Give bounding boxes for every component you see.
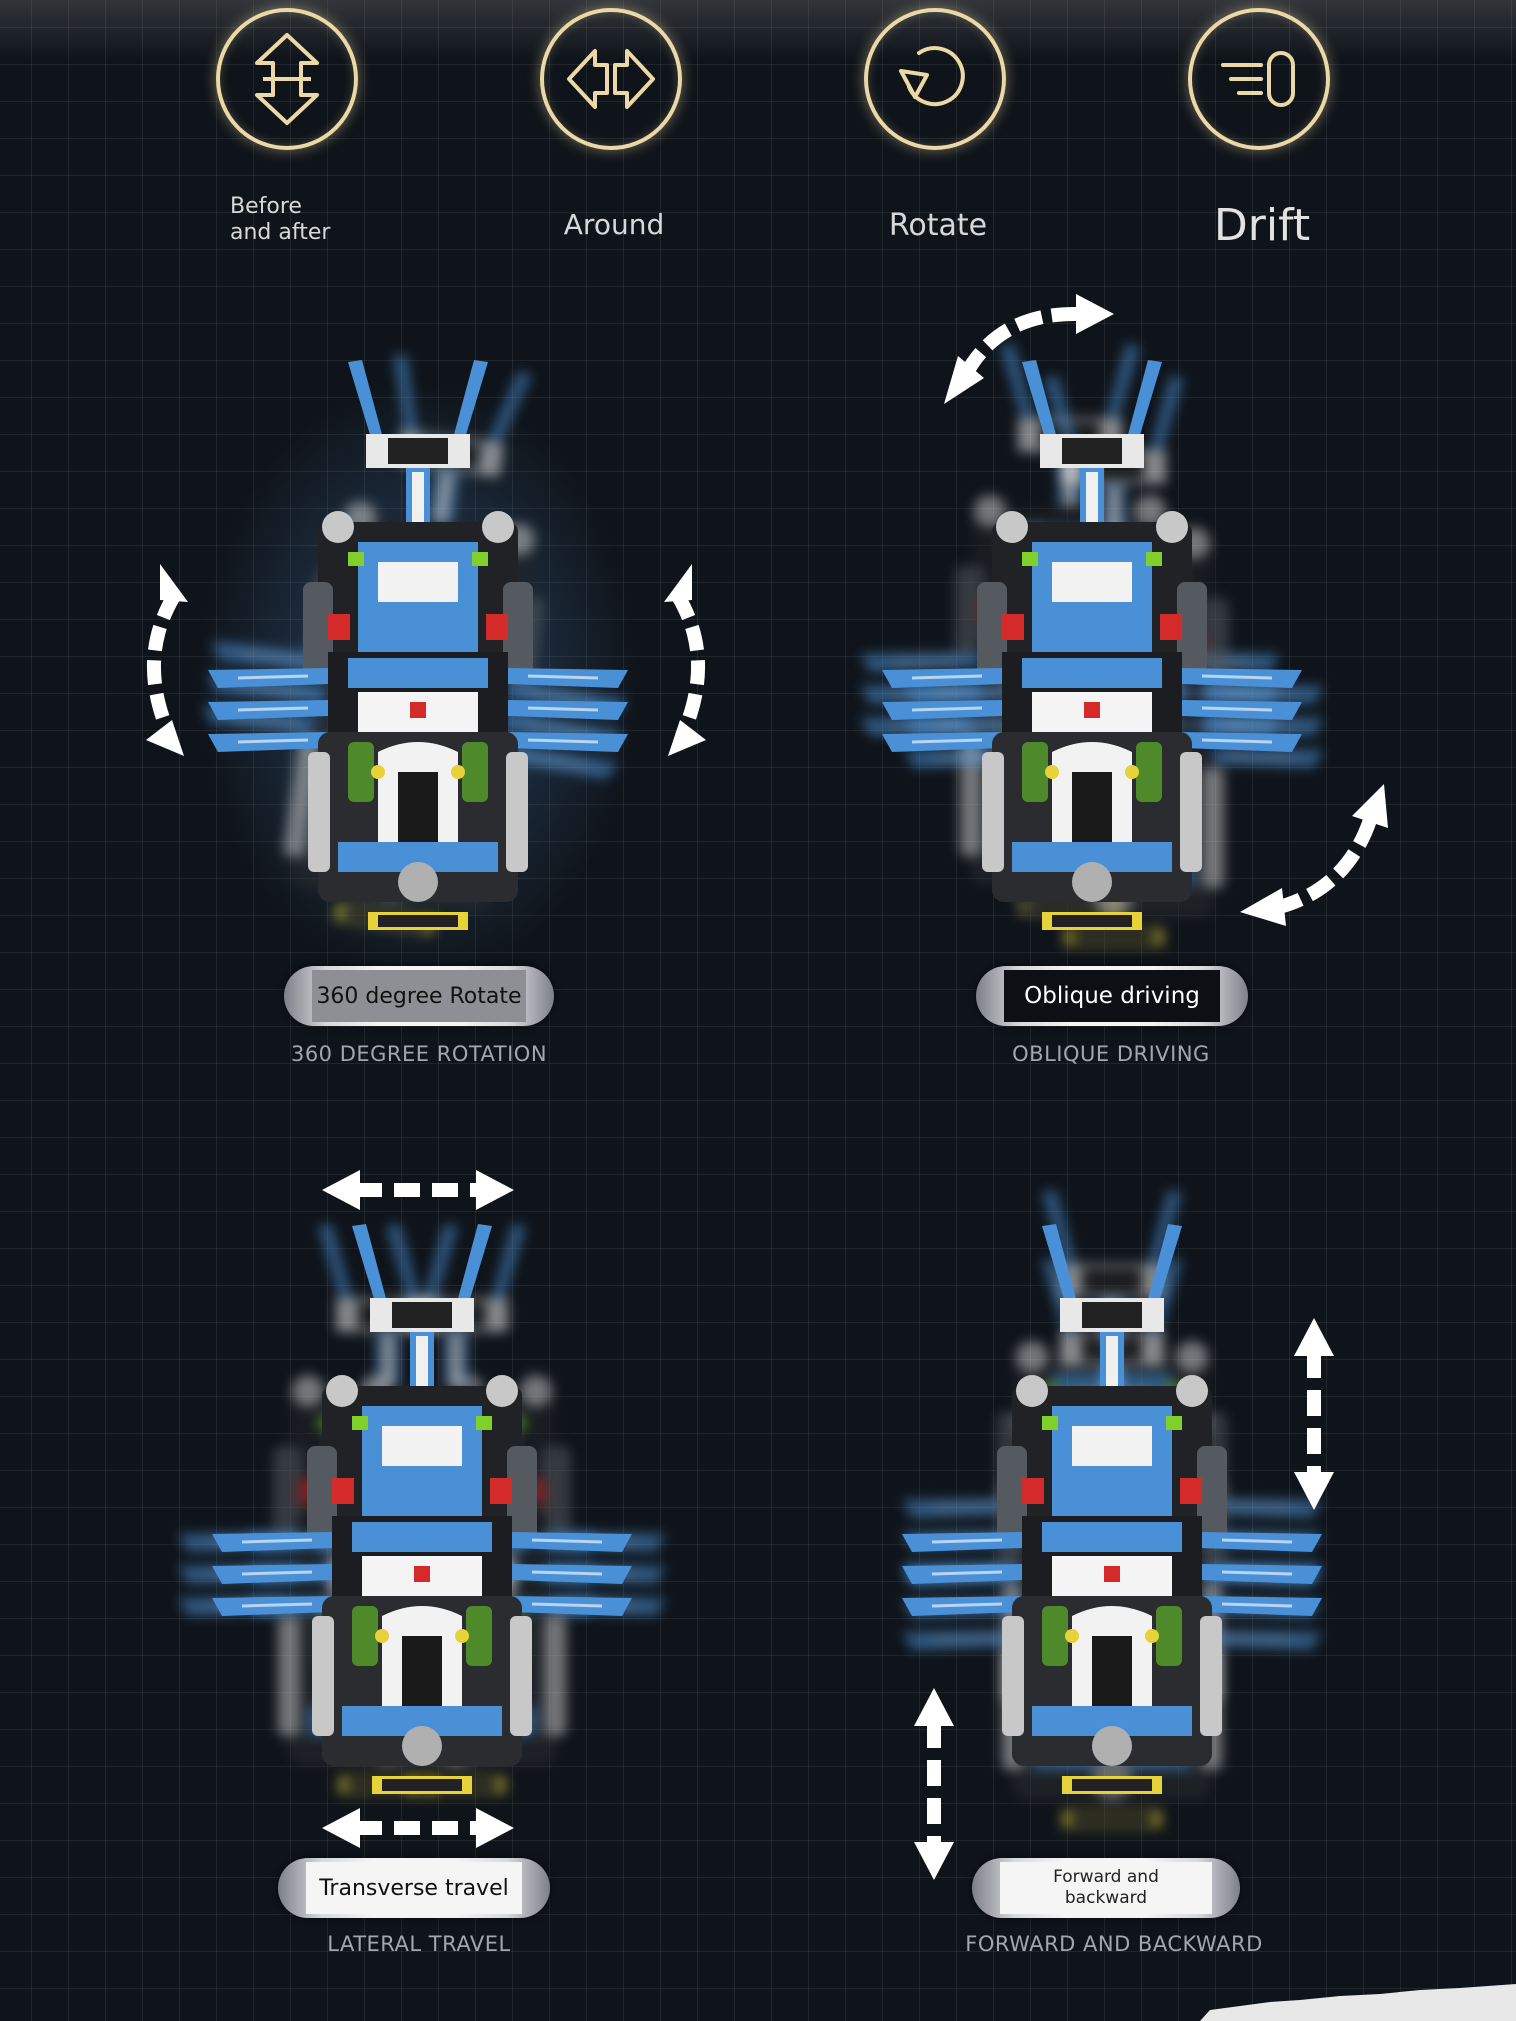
feature-ring: [216, 8, 358, 150]
mode-caption: OBLIQUE DRIVING: [1012, 1042, 1210, 1066]
drift-icon: [1221, 51, 1295, 107]
feature-ring: [864, 8, 1006, 150]
robot-image: [174, 332, 673, 982]
forward-arrow-right-icon: [1294, 1318, 1334, 1510]
forward-arrow-left-icon: [914, 1688, 954, 1880]
robot-image: [176, 1222, 668, 1796]
rotate-arrow-left-icon: [146, 564, 188, 756]
mode-pill: Forward and backward: [972, 1858, 1240, 1918]
feature-label: Before and after: [230, 194, 331, 245]
mode-pill: 360 degree Rotate: [284, 966, 554, 1026]
robot-lateral-travel: [176, 1216, 668, 1806]
mode-pill-label: 360 degree Rotate: [312, 970, 526, 1022]
mode-caption: LATERAL TRAVEL: [327, 1932, 511, 1956]
lateral-arrow-bottom-icon: [322, 1808, 514, 1848]
oblique-arrow-bottom-icon: [1240, 784, 1388, 926]
feature-label: Rotate: [888, 208, 988, 243]
mode-pill: Transverse travel: [278, 1858, 550, 1918]
oblique-arrow-top-icon: [944, 294, 1114, 404]
mode-caption: 360 DEGREE ROTATION: [290, 1042, 548, 1066]
rotate-arrow-icon: [899, 46, 965, 107]
mode-caption: FORWARD AND BACKWARD: [965, 1932, 1263, 1956]
feature-label: Drift: [1213, 200, 1311, 251]
robot-360-rotation: [174, 332, 673, 982]
feature-ring: [1188, 8, 1330, 150]
up-down-arrow-icon: [255, 33, 319, 125]
mode-pill-label: Transverse travel: [306, 1862, 522, 1914]
rotate-arrow-right-icon: [664, 564, 706, 756]
mode-pill-label: Oblique driving: [1004, 970, 1220, 1022]
mode-pill-label: Forward and backward: [1000, 1862, 1212, 1914]
mode-pill: Oblique driving: [976, 966, 1248, 1026]
feature-ring: [540, 8, 682, 150]
left-right-arrow-icon: [567, 49, 655, 109]
feature-label: Around: [563, 208, 665, 241]
torn-paper-edge: [1200, 1984, 1516, 2021]
lateral-arrow-top-icon: [322, 1170, 514, 1210]
